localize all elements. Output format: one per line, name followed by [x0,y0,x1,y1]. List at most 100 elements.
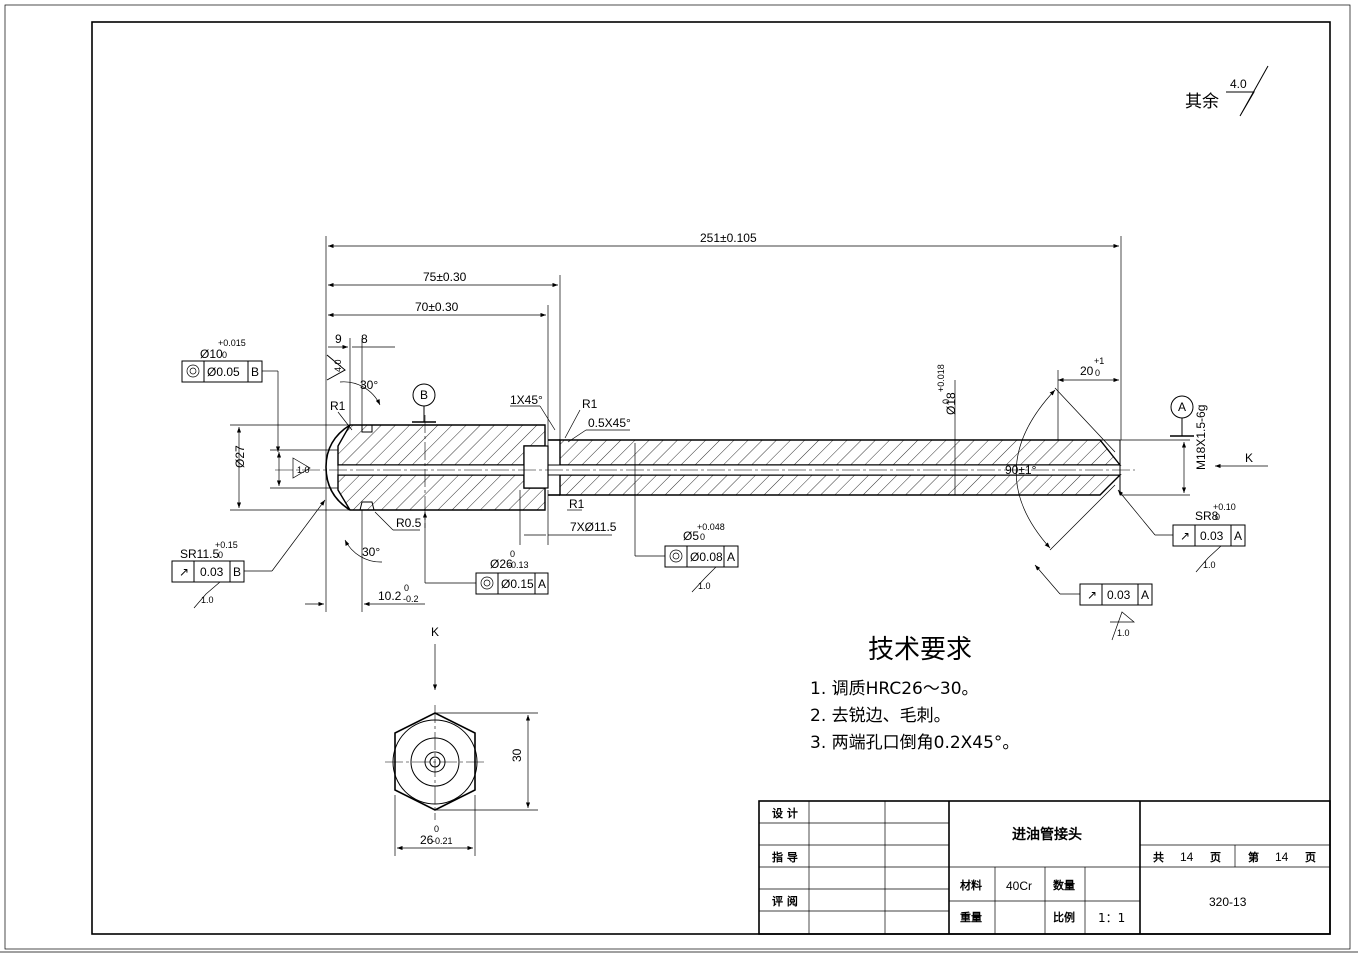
dim-102: 10.2 [378,589,402,603]
hatch-left-top [337,424,546,466]
hatch-left-bot [337,474,546,511]
tb-review: 评 阅 [772,894,798,908]
bottom-left-dimensions: SR11.5 +0.15 0 ↗ 0.03 B 1.0 30° 10.2 0 -… [171,490,617,612]
svg-text:Ø0.05: Ø0.05 [207,365,240,379]
r1-b: R1 [582,397,598,411]
svg-text:0.03: 0.03 [1200,529,1224,543]
svg-text:B: B [420,388,428,402]
holes-7x: 7XØ11.5 [570,520,617,534]
ra-left: 4.0 [333,359,343,372]
svg-text:A: A [538,577,546,591]
svg-text:A: A [1234,529,1242,543]
tb-material: 40Cr [1006,879,1032,893]
svg-text:1.0: 1.0 [1117,628,1130,638]
svg-text:0: 0 [941,399,951,404]
view-k: K [1245,451,1253,465]
dia-10-tol: +0.015 [218,338,246,348]
svg-text:0.03: 0.03 [1107,588,1131,602]
hex-width: 26 [420,833,434,847]
svg-text:↗: ↗ [179,565,189,579]
svg-text:1.0: 1.0 [1203,560,1216,570]
dim-9: 9 [335,332,342,346]
tb-scale-label: 比例 [1053,910,1075,924]
angle30-top: 30° [360,378,378,392]
tb-total: 14 [1180,850,1194,864]
tech-item-2: 2. 去锐边、毛刺。 [810,706,951,726]
dia-10-tol0: 0 [222,350,227,360]
chamfer-1x45: 1X45° [510,393,543,407]
svg-text:-0.2: -0.2 [403,594,419,604]
hex-height: 30 [510,748,524,762]
tb-guide: 指 导 [772,850,798,864]
chamfer-05x45: 0.5X45° [588,416,631,430]
sr-8: SR8 [1195,509,1219,523]
tech-title: 技术要求 [868,635,972,665]
svg-text:0: 0 [434,824,439,834]
svg-text:0: 0 [1095,368,1100,378]
svg-text:+1: +1 [1094,356,1104,366]
svg-text:1.0: 1.0 [698,581,711,591]
tb-sheet: 14 [1275,850,1289,864]
svg-text:1.0: 1.0 [201,595,214,605]
hatch-right-bot [559,474,1122,496]
tech-item-1: 1. 调质HRC26～30。 [810,679,979,699]
dia-5: Ø5 [683,529,699,543]
svg-text:0: 0 [700,532,705,542]
tb-total-label: 共 [1153,850,1164,864]
tb-page-unit: 页 [1210,851,1221,864]
svg-text:+0.15: +0.15 [215,540,238,550]
svg-text:+0.10: +0.10 [1213,502,1236,512]
dia-10: Ø10 [200,347,223,361]
hatch-right-top [559,439,1122,466]
thread: M18X1.5-6g [1194,405,1208,470]
dia-26: Ø26 [490,557,513,571]
svg-text:-0.21: -0.21 [432,836,453,846]
fcf-concentric-b: Ø0.05 B [181,360,281,452]
roughness-general: 其余 4.0 [1185,65,1269,117]
dim-20: 20 [1080,364,1094,378]
roughness-label: 其余 [1185,92,1219,112]
datum-b: B [412,383,436,423]
tb-part-name: 进油管接头 [1012,826,1082,843]
tb-scale: 1：1 [1098,911,1125,925]
dim-8: 8 [361,332,368,346]
svg-text:0: 0 [218,550,223,560]
r05: R0.5 [396,516,422,530]
svg-text:-0.13: -0.13 [508,560,529,570]
angle30-bot: 30° [362,545,380,559]
dim-overall: 251±0.105 [700,231,757,245]
tb-material-label: 材料 [960,878,982,892]
tb-page-unit2: 页 [1305,851,1316,864]
view-k-hex: K 30 26 0 -0.21 [385,625,538,856]
r1-c: R1 [569,497,585,511]
middle-dimensions: Ø5 +0.048 0 Ø0.08 A 1.0 Ø18 +0.018 0 [634,364,958,593]
svg-text:↗: ↗ [1087,588,1097,602]
svg-text:0: 0 [404,583,409,593]
angle-90: 90±1° [1005,463,1037,477]
tb-weight-label: 重量 [960,910,982,924]
view-k-label: K [431,625,439,639]
dim-70: 70±0.30 [415,300,459,314]
svg-text:A: A [1141,588,1149,602]
technical-requirements: 技术要求 1. 调质HRC26～30。 2. 去锐边、毛刺。 3. 两端孔口倒角… [810,635,1019,753]
svg-text:0: 0 [510,549,515,559]
svg-text:+0.018: +0.018 [936,364,946,392]
tb-drawing-no: 320-13 [1209,895,1247,909]
top-dimensions: 251±0.105 75±0.30 70±0.30 9 8 4.0 30° R1… [325,231,1122,612]
part-section-view [275,415,1135,528]
title-block: 设 计 指 导 评 阅 进油管接头 材料 40Cr 数量 重量 比例 1：1 共… [758,800,1331,935]
svg-text:0.03: 0.03 [200,565,224,579]
svg-text:A: A [727,550,735,564]
svg-text:↗: ↗ [1180,529,1190,543]
right-dimensions: 20 +1 0 90±1° M18X1.5-6g A K SR8 +0.10 0… [1005,356,1268,641]
tb-sheet-label: 第 [1248,850,1259,864]
svg-text:B: B [251,365,259,379]
tb-design: 设 计 [772,806,798,820]
tb-qty-label: 数量 [1053,878,1075,892]
left-dimensions: Ø27 1.0 Ø10 +0.015 0 [200,338,350,511]
ra-bore: 1.0 [297,465,310,475]
dia-18: Ø18 [944,392,958,415]
svg-text:Ø0.08: Ø0.08 [690,550,723,564]
drawing-frame [91,21,1331,935]
